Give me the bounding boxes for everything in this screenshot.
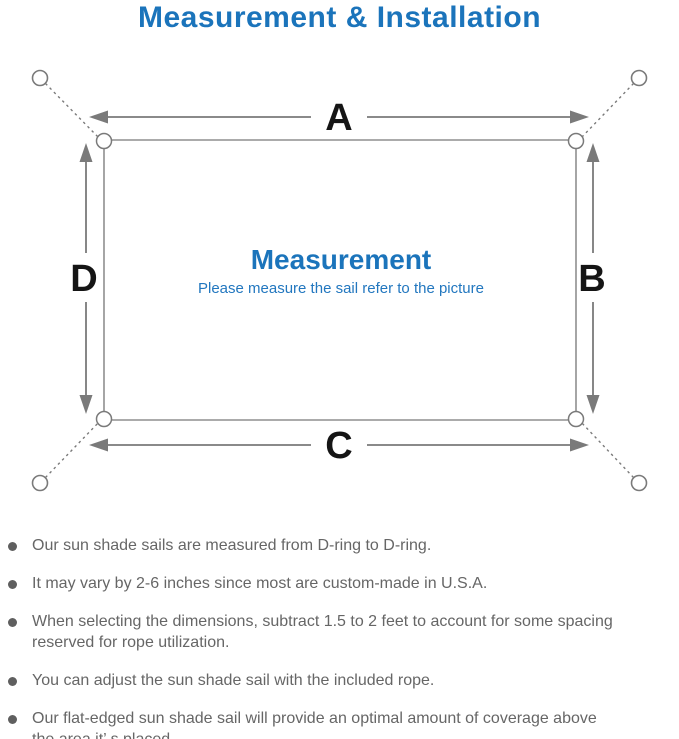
anchor-ring-icon-bottom-left (31, 474, 49, 492)
bullet-dot-icon (8, 541, 17, 551)
bullet-line: When selecting the dimensions, subtract … (32, 613, 613, 630)
dim-label-b: B (578, 258, 605, 300)
measurement-diagram: A C D B Measurement Please measure the s… (31, 69, 648, 492)
dimension-arrow-a (89, 110, 589, 124)
dim-label-d: D (70, 258, 97, 300)
dim-label-a: A (325, 97, 352, 139)
bullet-line: the area it’ s placed. (32, 729, 597, 739)
diagram-caption: Please measure the sail refer to the pic… (198, 280, 484, 297)
bullet-item: Our flat-edged sun shade sail will provi… (0, 708, 679, 739)
bullet-text: It may vary by 2-6 inches since most are… (32, 573, 487, 594)
dimension-arrow-c (89, 438, 589, 452)
d-ring-icon-bottom-left (95, 410, 113, 428)
bullet-line: reserved for rope utilization. (32, 634, 230, 651)
bullet-dot-icon (8, 617, 17, 627)
arrow-right-icon (570, 110, 589, 124)
dim-label-c: C (325, 425, 352, 467)
bullet-item: You can adjust the sun shade sail with t… (0, 670, 679, 691)
bullet-text: Our flat-edged sun shade sail will provi… (32, 708, 597, 739)
bullet-item: It may vary by 2-6 inches since most are… (0, 573, 679, 594)
anchor-dashed-line-top-left (45, 83, 101, 140)
bullet-item: When selecting the dimensions, subtract … (0, 611, 679, 653)
bullet-line: It may vary by 2-6 inches since most are… (32, 575, 488, 592)
arrow-down-icon (79, 395, 93, 414)
bullet-dot-icon (8, 676, 17, 686)
bullet-item: Our sun shade sails are measured from D-… (0, 535, 679, 556)
d-ring-icon-bottom-right (567, 410, 585, 428)
bullet-line: You can adjust the sun shade sail with t… (32, 672, 435, 689)
bullet-dot-icon (8, 579, 17, 589)
d-ring-icon-top-right (567, 132, 585, 150)
anchor-ring-icon-bottom-right (630, 474, 648, 492)
bullet-line: Our sun shade sails are measured from D-… (32, 537, 432, 554)
bullet-list: Our sun shade sails are measured from D-… (0, 535, 679, 739)
d-ring-icon-top-left (95, 132, 113, 150)
dimension-arrow-d (79, 143, 93, 414)
shade-sail-rect (103, 139, 577, 421)
bullet-dot-icon (8, 714, 17, 724)
anchor-ring-icon-top-right (630, 69, 648, 87)
bullet-text: When selecting the dimensions, subtract … (32, 611, 613, 653)
anchor-ring-icon-top-left (31, 69, 49, 87)
anchor-dashed-line-bottom-right (579, 420, 635, 478)
bullet-line: Our flat-edged sun shade sail will provi… (32, 710, 597, 727)
page-title: Measurement & Installation (137, 1, 542, 34)
arrow-right-icon (570, 438, 589, 452)
arrow-left-icon (89, 438, 108, 452)
arrow-up-icon (586, 143, 600, 162)
bullet-text: Our sun shade sails are measured from D-… (32, 535, 431, 556)
arrow-left-icon (89, 110, 108, 124)
anchor-dashed-line-bottom-left (44, 420, 101, 478)
anchor-dashed-line-top-right (579, 83, 635, 140)
arrow-up-icon (79, 143, 93, 162)
arrow-down-icon (586, 395, 600, 414)
dimension-arrow-b (586, 143, 600, 414)
bullet-text: You can adjust the sun shade sail with t… (32, 670, 434, 691)
diagram-heading: Measurement (251, 244, 432, 275)
